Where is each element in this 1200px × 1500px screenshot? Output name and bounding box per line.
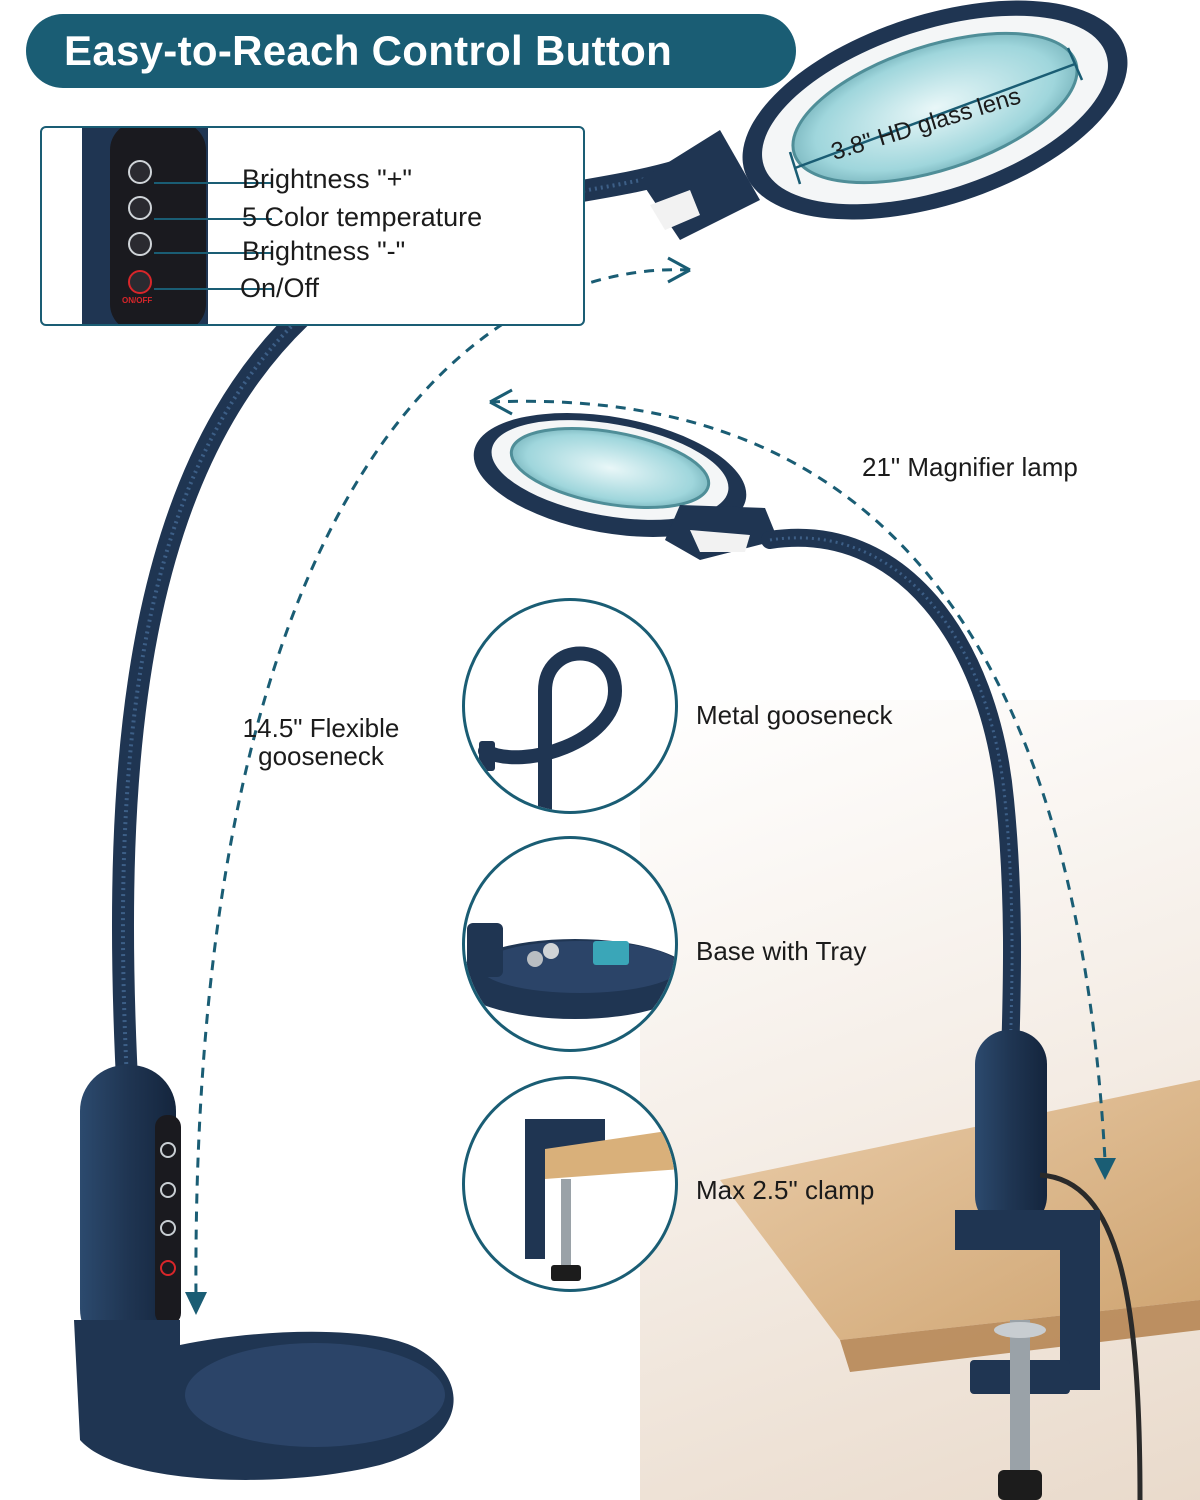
feature-circle-gooseneck bbox=[462, 598, 678, 814]
color-temperature-icon bbox=[128, 196, 152, 220]
left-base-tray bbox=[185, 1343, 445, 1447]
lens-dimension-line bbox=[794, 62, 1076, 170]
base-tray-detail-icon bbox=[465, 923, 675, 1019]
power-cable bbox=[1039, 1172, 1143, 1500]
desk-clamp bbox=[955, 1210, 1100, 1390]
brightness-minus-icon bbox=[128, 232, 152, 256]
leader-line bbox=[154, 218, 272, 220]
control-label-brightness-minus: Brightness "-" bbox=[242, 236, 406, 266]
left-head-neck bbox=[640, 130, 760, 240]
feature-circle-base-tray bbox=[462, 836, 678, 1052]
right-lens-glass bbox=[509, 427, 711, 509]
feature-circle-clamp bbox=[462, 1076, 678, 1292]
lamp-length-arrow bbox=[489, 399, 1107, 1161]
control-face bbox=[110, 128, 206, 324]
clamp-detail-icon bbox=[525, 1119, 675, 1281]
control-label-color-temperature: 5 Color temperature bbox=[242, 202, 483, 232]
left-lamp-column bbox=[80, 1065, 176, 1355]
feature-label-gooseneck: Metal gooseneck bbox=[696, 700, 893, 730]
feature-label-clamp: Max 2.5" clamp bbox=[696, 1175, 875, 1205]
right-lamp-column bbox=[975, 1030, 1047, 1230]
power-button-caption: ON/OFF bbox=[122, 296, 153, 305]
feature-label-base-tray: Base with Tray bbox=[696, 936, 867, 966]
power-icon bbox=[128, 270, 152, 294]
leader-line bbox=[154, 252, 272, 254]
brightness-plus-icon bbox=[128, 160, 152, 184]
leader-line bbox=[154, 182, 272, 184]
control-label-on-off: On/Off bbox=[240, 273, 320, 303]
lamp-length-label: 21" Magnifier lamp bbox=[862, 452, 1078, 482]
right-head-neck bbox=[665, 505, 778, 560]
control-label-brightness-plus: Brightness "+" bbox=[242, 164, 413, 194]
gooseneck-detail-icon bbox=[478, 646, 623, 811]
gooseneck-length-label: 14.5" Flexible gooseneck bbox=[242, 713, 400, 771]
leader-line bbox=[154, 288, 272, 290]
page-title: Easy-to-Reach Control Button bbox=[26, 14, 796, 88]
control-panel-callout: ON/OFF Brightness "+" 5 Color temperatur… bbox=[40, 126, 585, 326]
left-lens-glass bbox=[791, 31, 1079, 185]
right-gooseneck bbox=[761, 528, 1022, 1069]
gooseneck-length-arrow bbox=[194, 268, 691, 1301]
